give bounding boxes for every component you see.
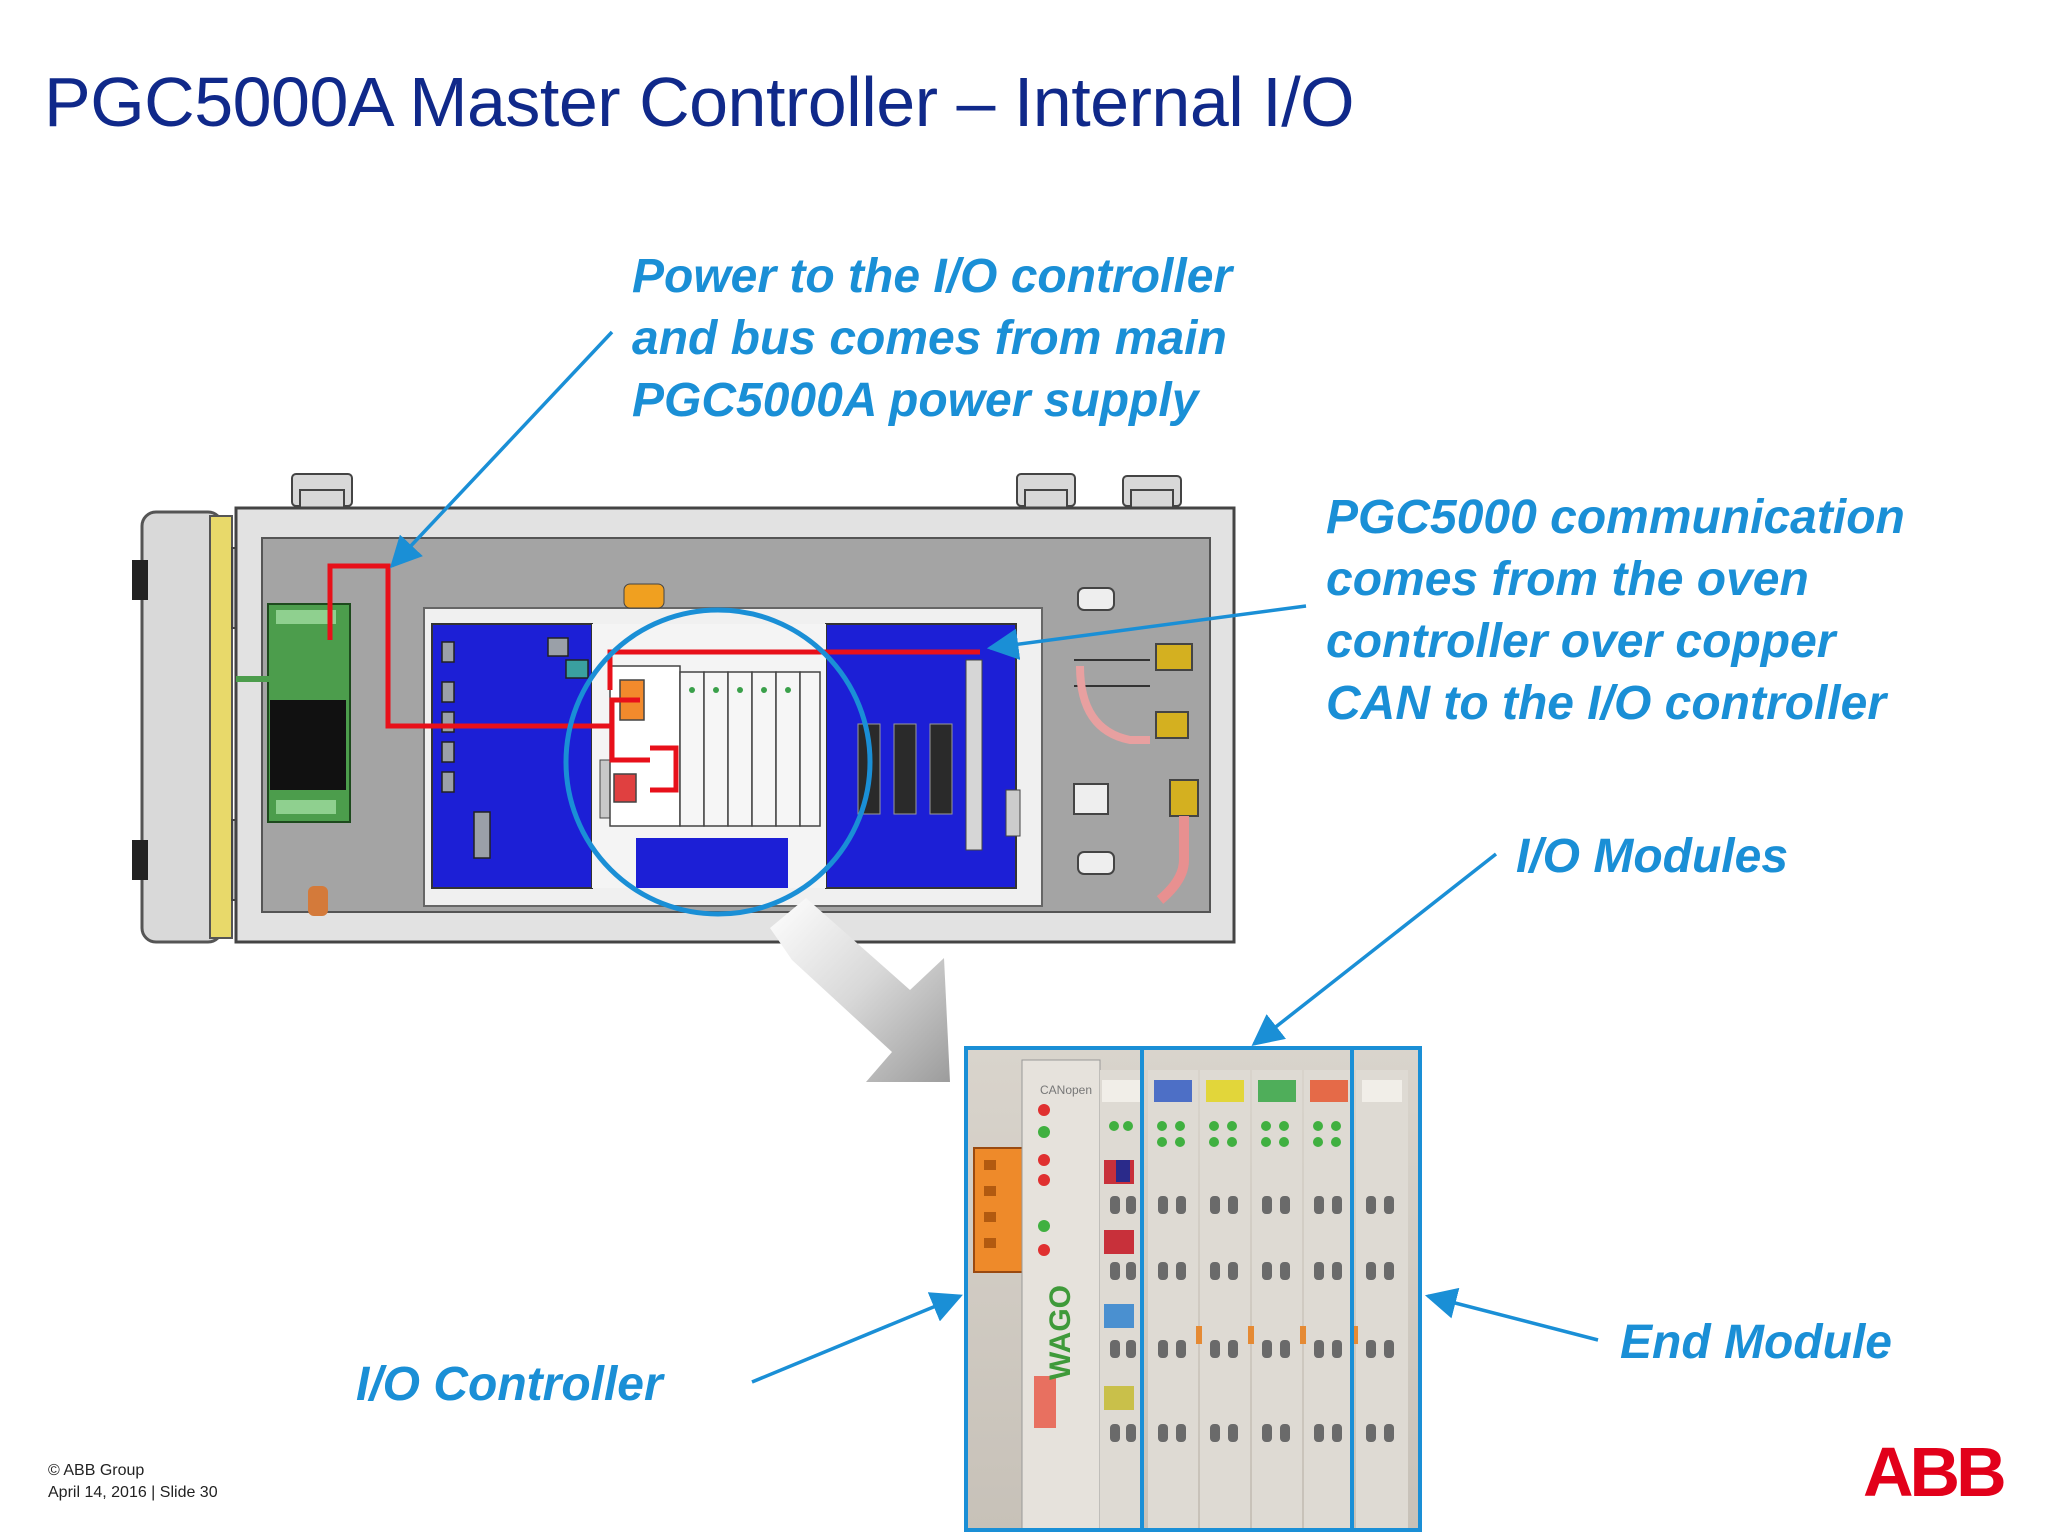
comm-callout-line-2: comes from the oven [1326,553,1809,606]
photo-modules [1100,1070,1408,1530]
power-wire [327,563,679,793]
comm-callout-arrow [986,604,1307,660]
io-controller-callout-arrow [751,1292,963,1384]
photo-brand-label: WAGO [1044,1285,1077,1380]
io-modules-callout-arrow [1251,852,1498,1046]
end-module-callout: End Module [1620,1316,1892,1369]
power-callout-line-3: PGC5000A power supply [632,374,1199,427]
io-controller-callout: I/O Controller [356,1358,663,1411]
abb-logo: ABB [1863,1433,2007,1511]
zoom-circle [563,607,873,917]
photo-canopen-label: CANopen [1040,1083,1092,1097]
photo-terminal-slots [1110,1196,1394,1442]
io-modules-callout: I/O Modules [1516,830,1789,883]
top-fittings [291,473,1182,511]
footer-date-slide: April 14, 2016 | Slide 30 [48,1484,218,1501]
power-callout-line-1: Power to the I/O controller [632,250,1233,303]
slide-title: PGC5000A Master Controller – Internal I/… [44,63,1355,141]
power-callout-line-2: and bus comes from main [632,312,1227,365]
zoom-arrow [770,898,950,1082]
communication-callout: PGC5000 communication comes from the ove… [1326,487,1905,735]
enclosure-drawing [132,473,1236,944]
io-photo: WAGO CANopen [964,1046,1422,1532]
end-module-box [1350,1046,1422,1532]
power-callout-arrow [389,330,614,569]
power-callout: Power to the I/O controller and bus come… [632,246,1232,432]
drawing-plumbing [1073,587,1199,904]
callout-arrows [389,330,1599,1384]
comm-callout-line-1: PGC5000 communication [1326,491,1905,544]
end-module-callout-arrow [1424,1287,1599,1342]
footer-copyright: © ABB Group [48,1462,145,1479]
comm-callout-line-3: controller over copper [1326,615,1836,668]
comm-callout-line-4: CAN to the I/O controller [1326,677,1887,730]
